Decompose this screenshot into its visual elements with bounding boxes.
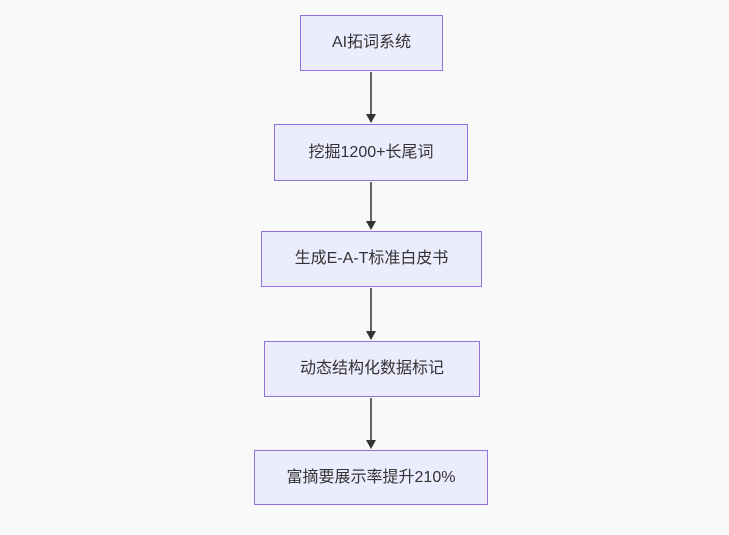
node-label: 富摘要展示率提升210% [286,468,456,486]
arrow-b-to-c [366,182,376,230]
arrow-d-to-e [366,398,376,449]
flow-node-rich-snippet-rate: 富摘要展示率提升210% [254,450,488,505]
flow-node-structured-data-markup: 动态结构化数据标记 [264,341,480,397]
node-label: 动态结构化数据标记 [299,360,444,378]
arrow-c-to-d [366,288,376,340]
arrow-a-to-b [366,72,376,123]
node-label: 挖掘1200+长尾词 [308,143,434,161]
node-label: 生成E-A-T标准白皮书 [294,250,449,268]
node-label: AI拓词系统 [331,34,412,52]
flow-node-eat-whitepaper: 生成E-A-T标准白皮书 [261,231,482,287]
flow-node-longtail-mining: 挖掘1200+长尾词 [274,124,468,181]
flow-node-ai-keyword-system: AI拓词系统 [300,15,443,71]
